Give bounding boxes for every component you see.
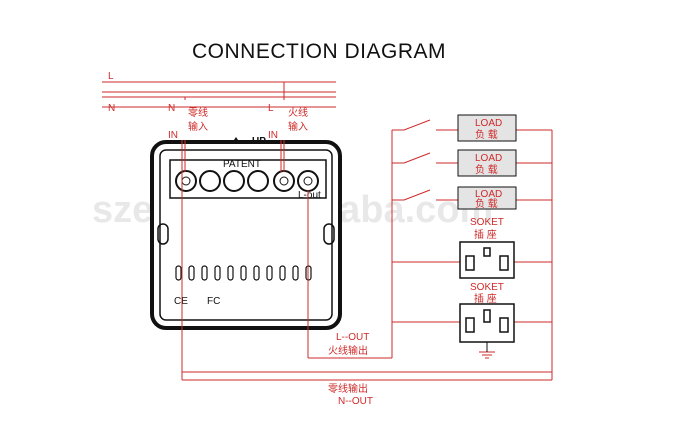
l-out-small-label: L-out bbox=[298, 190, 321, 201]
socket-1-en: SOKET bbox=[470, 217, 504, 228]
supply-lines bbox=[102, 81, 336, 108]
l-cn-label-2: 输入 bbox=[288, 120, 308, 133]
switch-inner-frame bbox=[159, 149, 333, 321]
terminals bbox=[175, 170, 319, 192]
load-3-cn: 负 载 bbox=[475, 197, 498, 210]
load-1: LOAD 负 载 bbox=[457, 114, 517, 142]
terminal-1 bbox=[175, 170, 197, 192]
neutral-line-label: N bbox=[108, 103, 115, 114]
terminal-3 bbox=[223, 170, 245, 192]
up-label: UP bbox=[252, 136, 266, 147]
n-out-label: N--OUT bbox=[338, 396, 373, 407]
l-top-label: L bbox=[268, 103, 274, 114]
patent-label: PATENT bbox=[223, 159, 261, 170]
l-in-label: IN bbox=[268, 130, 278, 141]
n-in-label: IN bbox=[168, 130, 178, 141]
terminal-6 bbox=[297, 170, 319, 192]
terminal-2 bbox=[199, 170, 221, 192]
n-cn-label: 零线 bbox=[188, 106, 208, 119]
load-3: LOAD 负 载 bbox=[457, 186, 517, 210]
socket-2-en: SOKET bbox=[470, 282, 504, 293]
load-1-cn: 负 载 bbox=[475, 128, 498, 141]
terminal-5 bbox=[273, 170, 295, 192]
terminal-block bbox=[169, 159, 327, 199]
switch-contact-2 bbox=[403, 152, 431, 164]
n-out-cn-label: 零线输出 bbox=[328, 382, 368, 395]
socket-2 bbox=[459, 303, 515, 343]
terminal-5-screw bbox=[279, 176, 289, 186]
n-top-label: N bbox=[168, 103, 175, 114]
socket-1-cn: 插 座 bbox=[474, 228, 497, 241]
load-2: LOAD 负 载 bbox=[457, 149, 517, 177]
switch-contact-1 bbox=[403, 119, 431, 131]
left-mount-hole bbox=[157, 223, 169, 245]
ce-mark: CE bbox=[174, 296, 188, 307]
terminal-6-screw bbox=[303, 176, 313, 186]
l-cn-label: 火线 bbox=[288, 106, 308, 119]
l-out-cn-label: 火线输出 bbox=[328, 344, 368, 357]
vent-slots bbox=[175, 265, 312, 281]
switch-contact-3 bbox=[403, 189, 431, 201]
l-out-label: L--OUT bbox=[336, 332, 369, 343]
fc-mark: FC bbox=[207, 296, 220, 307]
socket-2-cn: 插 座 bbox=[474, 292, 497, 305]
switch-device: UP PATENT L-out bbox=[150, 136, 342, 330]
n-cn-label-2: 输入 bbox=[188, 120, 208, 133]
up-arrow-icon bbox=[232, 137, 240, 143]
diagram-title: CONNECTION DIAGRAM bbox=[192, 40, 446, 63]
load-3-en: LOAD bbox=[475, 189, 502, 200]
live-line-label: L bbox=[108, 71, 114, 82]
socket-1 bbox=[459, 241, 515, 279]
load-2-cn: 负 载 bbox=[475, 163, 498, 176]
wiring bbox=[181, 82, 553, 381]
load-2-en: LOAD bbox=[475, 153, 502, 164]
terminal-4 bbox=[247, 170, 269, 192]
load-1-en: LOAD bbox=[475, 118, 502, 129]
switch-outer-frame bbox=[150, 140, 342, 330]
right-mount-hole bbox=[323, 223, 335, 245]
